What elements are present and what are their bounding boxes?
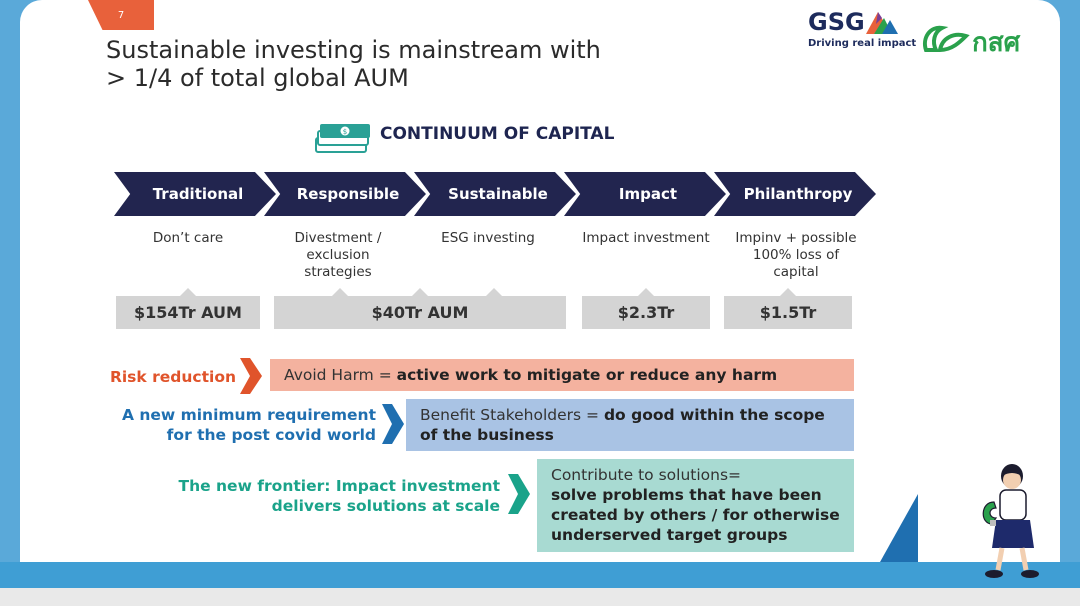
avoid-harm-text: Avoid Harm = — [284, 366, 397, 384]
slide-number: 7 — [88, 0, 154, 30]
aum-box: $1.5Tr — [724, 288, 852, 329]
bottom-band — [0, 562, 1080, 588]
minimum-requirement-label: A new minimum requirement for the post c… — [121, 406, 376, 444]
girl-with-magnet-illustration — [982, 464, 1039, 578]
benefit-stakeholders-bold: do good within the scope of the business — [420, 406, 825, 444]
benefit-stakeholders-text: Benefit Stakeholders = — [420, 406, 604, 424]
leaf-icon — [923, 25, 970, 53]
partner-logo-text: กสศ — [972, 28, 1021, 58]
stage-desc-sustainable: ESG investing — [441, 230, 535, 246]
aum-notch — [412, 288, 428, 296]
arrow-right-icon — [382, 404, 404, 444]
stage-impact: Impact — [564, 172, 726, 216]
avoid-harm-bold: active work to mitigate or reduce any ha… — [396, 366, 778, 384]
slide-title: Sustainable investing is mainstream with… — [106, 36, 601, 92]
arrow-right-icon — [240, 358, 262, 394]
stage-desc-philanthropy: Impinv + possible 100% loss of capital — [735, 230, 857, 280]
avoid-harm-box: Avoid Harm = active work to mitigate or … — [270, 359, 854, 391]
continuum-heading: CONTINUUM OF CAPITAL — [380, 124, 615, 144]
aum-label: $1.5Tr — [759, 303, 817, 322]
stage-responsible: Responsible — [264, 172, 426, 216]
new-frontier-label: The new frontier: Impact investment deli… — [178, 477, 501, 515]
svg-text:$: $ — [343, 128, 347, 136]
contribute-solutions-bold: solve problems that have been created by… — [551, 486, 840, 544]
stage-desc-responsible: Divestment / exclusion strategies — [294, 230, 382, 280]
aum-box: $2.3Tr — [582, 288, 710, 329]
stage-desc-traditional: Don’t care — [152, 230, 224, 246]
aum-notch — [486, 288, 502, 296]
money-stack-icon: $ — [315, 124, 370, 153]
aum-notch — [332, 288, 348, 296]
slide: 7 Sustainable investing is mainstream wi… — [20, 0, 1060, 562]
aum-label: $40Tr AUM — [371, 303, 469, 322]
aum-notch — [638, 288, 654, 296]
stage-traditional: Traditional — [114, 172, 276, 216]
benefit-stakeholders-box: Benefit Stakeholders = do good within th… — [406, 399, 854, 451]
contribute-solutions-box: Contribute to solutions= solve problems t… — [537, 459, 854, 552]
aum-notch — [780, 288, 796, 296]
stage-desc-impact: Impact investment — [582, 230, 710, 246]
partner-logo: กสศ — [920, 20, 1040, 60]
aum-box: $154Tr AUM — [116, 288, 260, 329]
gsg-logo-text: GSG — [808, 8, 865, 36]
gsg-logo: GSG Driving real impact — [806, 8, 916, 50]
aum-label: $154Tr AUM — [134, 303, 242, 322]
aum-box: $40Tr AUM — [274, 288, 566, 329]
stage-philanthropy: Philanthropy — [714, 172, 876, 216]
aum-label: $2.3Tr — [617, 303, 675, 322]
risk-reduction-label: Risk reduction — [109, 368, 236, 386]
contribute-solutions-text: Contribute to solutions= — [551, 466, 742, 484]
stage-sustainable: Sustainable — [414, 172, 576, 216]
arrow-right-icon — [508, 474, 530, 514]
aum-notch — [180, 288, 196, 296]
gsg-triangle-icon — [866, 12, 898, 34]
bottom-strip — [0, 588, 1080, 606]
gsg-tagline: Driving real impact — [808, 38, 917, 49]
